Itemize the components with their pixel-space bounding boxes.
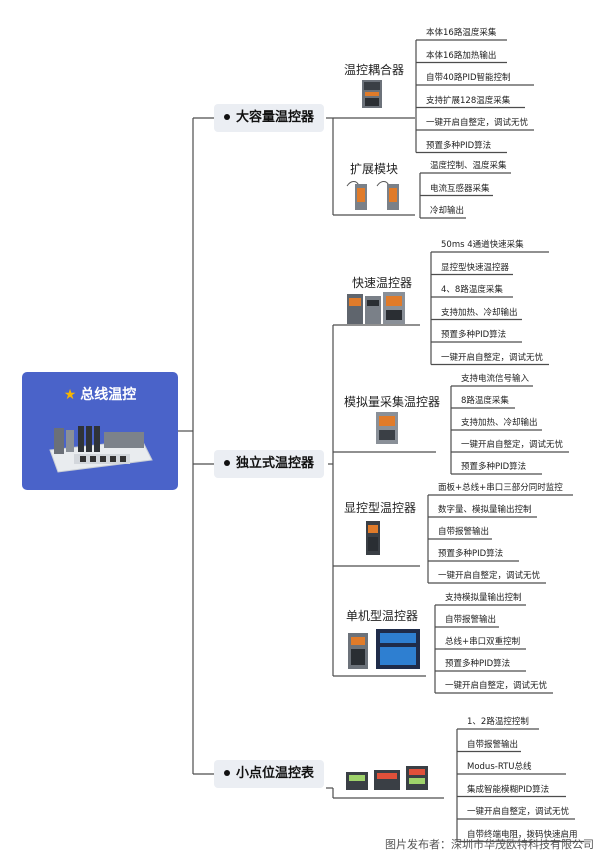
fast-controller-image <box>347 292 405 324</box>
leaf-item[interactable]: 支持加热、冷却输出 <box>461 418 538 428</box>
leaf-item[interactable]: 一键开启自整定，调试无忧 <box>438 571 541 581</box>
expansion-module-image <box>346 181 399 210</box>
group-coupler[interactable]: 温控耦合器 <box>344 63 405 77</box>
leaf-item[interactable]: 冷却输出 <box>430 206 465 216</box>
leaf-item[interactable]: 自带40路PID智能控制 <box>426 73 511 83</box>
leaf-item[interactable]: 自带终端电阻，拨码快速启用 <box>467 829 578 840</box>
leaf-item[interactable]: 支持模拟量输出控制 <box>445 593 522 603</box>
bullet-icon <box>224 769 230 776</box>
leaf-item[interactable]: 自带报警输出 <box>438 527 490 537</box>
leaf-item[interactable]: 一键开启自整定，调试无忧 <box>467 807 570 817</box>
leaf-item[interactable]: 预置多种PID算法 <box>438 549 504 559</box>
leaf-item[interactable]: 电流互感器采集 <box>430 183 490 194</box>
coupler-product-image <box>362 80 382 108</box>
leaf-item[interactable]: 一键开启自整定，调试无忧 <box>461 440 564 450</box>
leaf-item[interactable]: 支持电流信号输入 <box>461 374 530 384</box>
root-node[interactable]: ★总线温控 <box>22 372 178 490</box>
leaf-item[interactable]: 50ms 4通道快速采集 <box>441 240 524 250</box>
leaf-item[interactable]: 本体16路温度采集 <box>426 28 497 38</box>
leaf-item[interactable]: 支持加热、冷却输出 <box>441 307 518 318</box>
small-meter-image <box>346 766 428 790</box>
leaf-item[interactable]: 数字量、模拟量输出控制 <box>438 505 532 515</box>
leaf-item[interactable]: 预置多种PID算法 <box>426 140 492 151</box>
leaf-item[interactable]: 集成智能模糊PID算法 <box>467 784 550 795</box>
leaf-item[interactable]: 4、8路温度采集 <box>441 285 503 295</box>
leaf-item[interactable]: 显控型快速温控器 <box>441 262 510 273</box>
bullet-icon <box>224 459 230 466</box>
leaf-item[interactable]: Modus-RTU总线 <box>467 762 532 772</box>
leaf-item[interactable]: 预置多种PID算法 <box>445 659 511 669</box>
group-fast-controller[interactable]: 快速温控器 <box>352 276 413 290</box>
leaf-item[interactable]: 预置多种PID算法 <box>441 330 507 340</box>
branch-small-point-meter[interactable]: 小点位温控表 <box>214 760 325 788</box>
leaf-item[interactable]: 本体16路加热输出 <box>426 50 497 61</box>
leaf-item[interactable]: 预置多种PID算法 <box>461 462 527 472</box>
root-title: ★总线温控 <box>63 387 137 403</box>
watermark: 图片发布者：深圳市华茂欧特科技有限公司 <box>385 838 594 851</box>
branch-large-capacity-controller[interactable]: 大容量温控器 <box>214 104 325 132</box>
single-controller-image <box>348 629 420 669</box>
branch-standalone-controller[interactable]: 独立式温控器 <box>214 450 325 478</box>
leaf-item[interactable]: 8路温度采集 <box>461 396 509 406</box>
bullet-icon <box>224 113 230 120</box>
group-display-controller[interactable]: 显控型温控器 <box>344 501 417 515</box>
leaf-item[interactable]: 支持扩展128温度采集 <box>426 95 511 106</box>
analog-controller-image <box>376 412 398 444</box>
leaf-item[interactable]: 一键开启自整定，调试无忧 <box>445 681 548 691</box>
group-analog-controller[interactable]: 模拟量采集温控器 <box>344 395 441 409</box>
leaf-item[interactable]: 1、2路温控控制 <box>467 717 529 727</box>
display-controller-image <box>366 521 380 555</box>
leaf-item[interactable]: 一键开启自整定，调试无忧 <box>441 352 544 363</box>
group-expansion-module[interactable]: 扩展模块 <box>350 162 399 176</box>
star-icon: ★ <box>63 387 77 403</box>
leaf-item[interactable]: 总线+串口双重控制 <box>445 637 521 647</box>
leaf-item[interactable]: 面板+总线+串口三部分同时监控 <box>438 483 563 493</box>
group-single-controller[interactable]: 单机型温控器 <box>346 609 419 623</box>
root-product-image <box>49 426 153 473</box>
leaf-item[interactable]: 自带报警输出 <box>445 615 497 625</box>
leaf-item[interactable]: 一键开启自整定，调试无忧 <box>426 118 529 128</box>
leaf-item[interactable]: 自带报警输出 <box>467 739 519 750</box>
leaf-item[interactable]: 温度控制、温度采集 <box>430 161 507 171</box>
